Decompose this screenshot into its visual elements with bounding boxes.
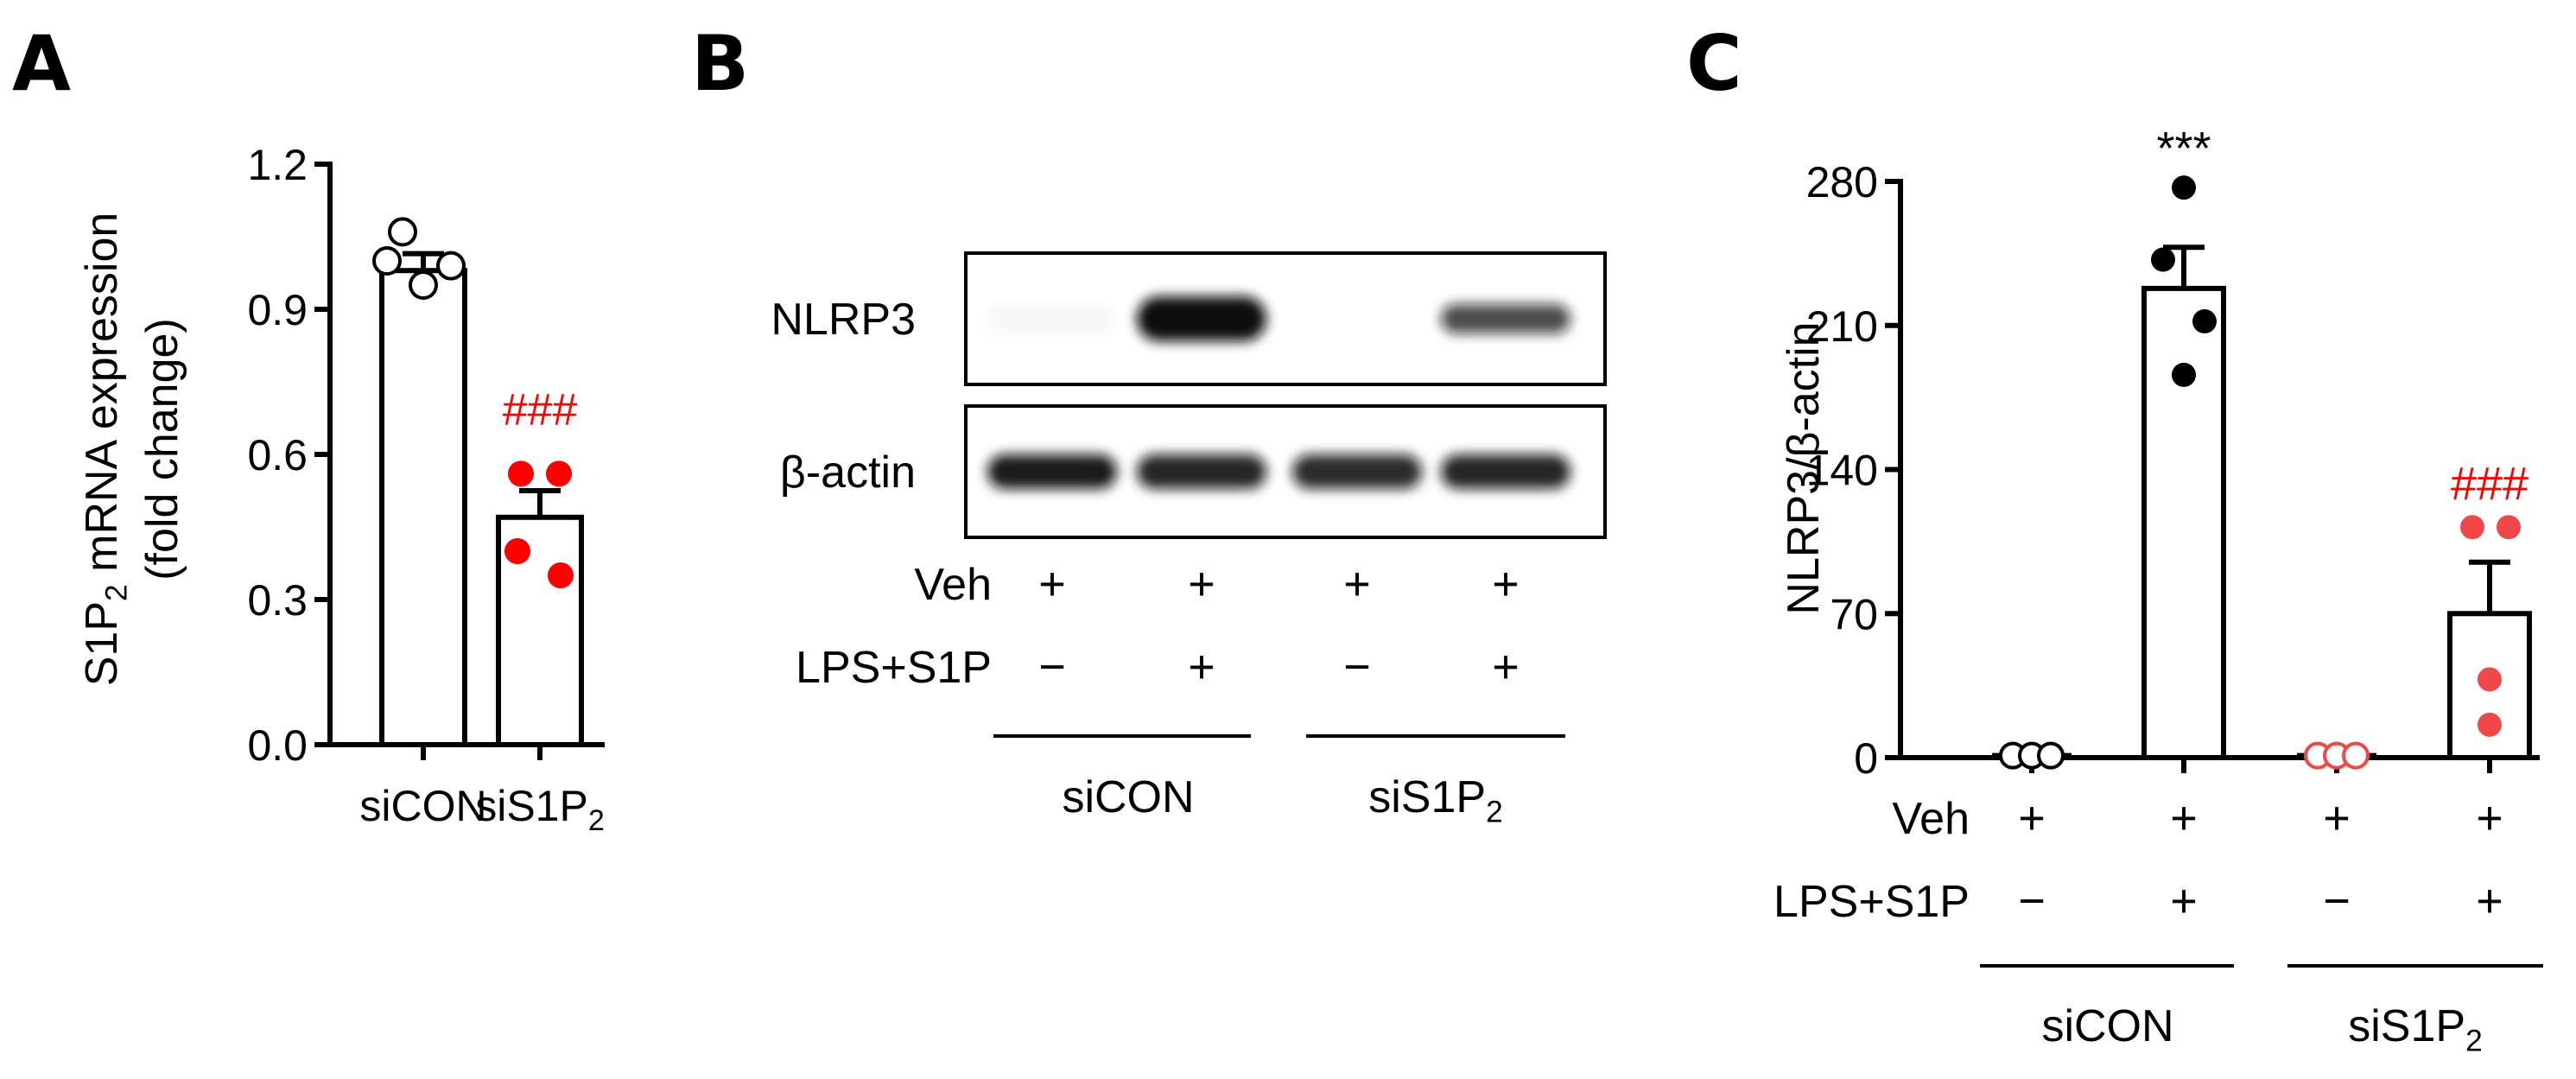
significance-annotation: *** [2156, 123, 2211, 175]
treatment-sign: + [2018, 792, 2046, 844]
data-point [409, 270, 438, 300]
treatment-sign: + [1492, 558, 1520, 610]
y-axis-label: S1P2 mRNA expression [77, 213, 133, 687]
blot-band [1441, 304, 1570, 333]
y-tick-label: 210 [1806, 302, 1878, 351]
data-point [2151, 247, 2175, 272]
treatment-sign: + [1188, 641, 1215, 693]
panel-letter-c: C [1686, 19, 1742, 108]
blot-row-label: NLRP3 [771, 295, 916, 345]
data-point [2478, 712, 2502, 737]
y-tick-label: 0 [1854, 734, 1878, 783]
data-point [2172, 362, 2196, 387]
x-tick-label: siS1P2 [475, 782, 605, 837]
data-point [436, 251, 466, 281]
blot-band [1137, 454, 1266, 489]
data-point [546, 460, 572, 487]
significance-annotation: ### [2451, 458, 2528, 510]
y-tick-label: 0.6 [247, 431, 308, 479]
treatment-sign: + [1038, 558, 1066, 610]
data-point [2342, 741, 2370, 770]
x-tick-label: siCON [359, 782, 486, 830]
blot-band [1137, 296, 1266, 341]
treatment-sign: + [1343, 558, 1371, 610]
data-point [372, 246, 402, 276]
significance-annotation: ### [503, 385, 578, 435]
data-point [504, 538, 530, 564]
treatment-label: Veh [914, 560, 992, 610]
y-axis-label-line2: (fold change) [137, 318, 187, 581]
group-label: siCON [2041, 1001, 2173, 1051]
y-tick-label: 70 [1830, 590, 1878, 638]
blot-band [987, 304, 1117, 333]
treatment-sign: + [1188, 558, 1215, 610]
treatment-label: Veh [1892, 794, 1970, 844]
bar [2141, 285, 2226, 761]
treatment-sign: + [1492, 641, 1520, 693]
data-point [548, 562, 574, 588]
data-point [2478, 667, 2502, 692]
blot-band [1292, 454, 1422, 489]
blot-band [1441, 454, 1570, 489]
treatment-sign: − [1343, 641, 1371, 693]
y-tick-label: 280 [1806, 158, 1878, 206]
y-tick-label: 1.2 [247, 141, 308, 189]
group-label: siS1P2 [1368, 772, 1503, 828]
treatment-sign: + [2323, 792, 2351, 844]
treatment-label: LPS+S1P [1773, 877, 1970, 927]
bar [379, 268, 467, 747]
panel-letter-b: B [691, 19, 750, 108]
y-tick-label: 140 [1806, 447, 1878, 495]
data-point [388, 217, 417, 247]
y-axis-label: NLRP3/β-actin [1779, 321, 1829, 614]
treatment-sign: − [2018, 875, 2046, 927]
data-point [2037, 741, 2065, 770]
blot-band [987, 454, 1117, 489]
data-point [2497, 515, 2521, 540]
data-point [2460, 515, 2484, 540]
treatment-label: LPS+S1P [796, 643, 992, 693]
y-tick-label: 0.0 [247, 721, 308, 770]
y-tick-label: 0.9 [247, 286, 308, 334]
data-point [508, 460, 534, 487]
treatment-sign: − [2323, 875, 2351, 927]
data-point [2172, 175, 2196, 200]
data-point [2192, 308, 2217, 333]
group-label: siCON [1062, 772, 1194, 822]
group-label: siS1P2 [2348, 1001, 2483, 1057]
panel-letter-a: A [12, 19, 72, 108]
treatment-sign: + [2170, 792, 2198, 844]
blot-row-label: β-actin [780, 447, 916, 498]
treatment-sign: + [2170, 875, 2198, 927]
y-tick-label: 0.3 [247, 576, 308, 625]
treatment-sign: − [1038, 641, 1066, 693]
treatment-sign: + [2476, 875, 2503, 927]
treatment-sign: + [2476, 792, 2503, 844]
